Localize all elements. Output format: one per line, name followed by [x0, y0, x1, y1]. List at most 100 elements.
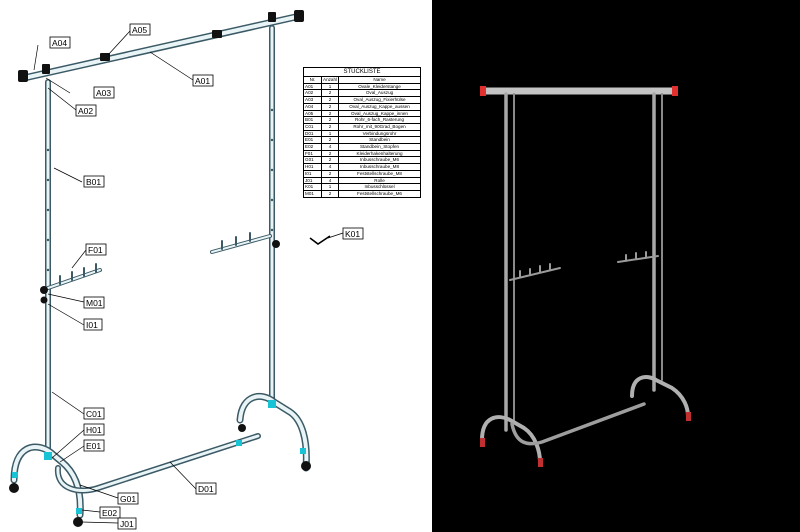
bom-cell: 2	[320, 102, 340, 111]
render-wheel	[686, 412, 691, 421]
bom-header-cell: Nr.	[303, 76, 322, 84]
bom-cell: I01	[303, 169, 322, 178]
bom-cell: 4	[320, 163, 340, 171]
render-foot-left	[480, 415, 542, 464]
top-rail	[20, 12, 304, 82]
svg-text:G01: G01	[120, 494, 136, 504]
bom-cell: C01	[303, 122, 322, 131]
bom-cell: Kleiderhakenhalterung	[338, 149, 421, 158]
svg-text:F01: F01	[88, 245, 103, 255]
bom-cell: Inbusschraube_M6	[338, 156, 421, 165]
bom-cell: 2	[320, 96, 340, 104]
bom-cell: Feststellschraube_M8	[338, 169, 421, 178]
bom-cell: 4	[320, 143, 340, 151]
bom-cell: B01	[303, 116, 322, 124]
callout-H01: H01	[83, 423, 105, 436]
callout-A02: A02	[75, 104, 97, 117]
bom-header-row: Nr. Anzahl Name	[303, 76, 421, 84]
callout-D01: D01	[195, 482, 217, 495]
render-foot-right	[630, 375, 690, 418]
callout-A03: A03	[93, 86, 115, 99]
svg-text:E02: E02	[102, 508, 117, 518]
bom-cell: A01	[303, 82, 322, 91]
callout-G01: G01	[117, 492, 139, 505]
bom-cell: F01	[303, 149, 322, 158]
render-wheel	[538, 458, 543, 467]
bom-header-cell: Name	[338, 76, 421, 84]
svg-text:A01: A01	[195, 76, 210, 86]
bom-header-cell: Anzahl	[320, 76, 340, 84]
callout-F01: F01	[85, 243, 107, 256]
bom-cell: 1	[320, 82, 340, 91]
bom-cell: Standbein_Stopfen	[338, 143, 421, 151]
callout-E01: E01	[83, 439, 105, 452]
bom-cell: E01	[303, 136, 322, 145]
callout-E02: E02	[99, 506, 121, 519]
bom-cell: 1	[320, 129, 340, 138]
bom-cell: Oval_Auszug_Fixierhülse	[338, 96, 421, 104]
bom-cell: 2	[320, 189, 340, 198]
bom-cell: Oval_Auszug_Kappe_innen	[338, 109, 421, 118]
bom-cell: 2	[320, 149, 340, 158]
hook-holder-left	[46, 263, 102, 290]
callout-J01: J01	[117, 517, 137, 530]
render-cap-left	[480, 86, 486, 96]
callout-C01: C01	[83, 407, 105, 420]
bom-cell: Verbindungsrohr	[338, 129, 421, 138]
bom-cell: E02	[303, 143, 322, 151]
svg-text:D01: D01	[198, 484, 214, 494]
svg-text:J01: J01	[120, 519, 134, 529]
bom-cell: G01	[303, 156, 322, 165]
leader-lines	[33, 30, 344, 524]
bom-cell: A03	[303, 96, 322, 104]
bom-cell: A05	[303, 109, 322, 118]
callout-A05: A05	[129, 23, 151, 36]
callout-I01: I01	[83, 318, 103, 331]
svg-text:C01: C01	[86, 409, 102, 419]
bom-cell: J01	[303, 176, 322, 185]
bom-cell: 2	[320, 156, 340, 165]
bom-cell: K01	[303, 183, 322, 191]
render-hook-right	[617, 251, 659, 263]
bom-cell: A04	[303, 102, 322, 111]
svg-text:I01: I01	[86, 320, 98, 330]
bom-cell: 2	[320, 136, 340, 145]
callout-B01: B01	[83, 175, 105, 188]
bom-cell: Rohr_6-fach_Rasterung	[338, 116, 421, 124]
svg-text:E01: E01	[86, 441, 101, 451]
render-wheel	[480, 438, 485, 447]
black-parts	[9, 10, 311, 527]
raster-holes	[46, 108, 274, 272]
hook-holder-right	[210, 232, 272, 254]
bom-cell: Inbusschraube_M8	[338, 163, 421, 171]
connecting-tube	[54, 433, 261, 494]
bom-title: STÜCKLISTE	[303, 67, 421, 76]
bom-cell: 2	[320, 169, 340, 178]
callout-A01: A01	[192, 74, 214, 87]
bom-cell: D01	[303, 129, 322, 138]
bom-cell: Standbein	[338, 136, 421, 145]
svg-text:A05: A05	[132, 25, 147, 35]
bom-cell: Rohr_mit_90Grad_Bogen	[338, 122, 421, 131]
bom-cell: 2	[320, 89, 340, 98]
bom-cell: 2	[320, 122, 340, 131]
callout-A04: A04	[49, 36, 71, 49]
allen-key	[309, 235, 331, 245]
bom-cell: Inbusschlüssel	[338, 183, 421, 191]
svg-text:A02: A02	[78, 106, 93, 116]
